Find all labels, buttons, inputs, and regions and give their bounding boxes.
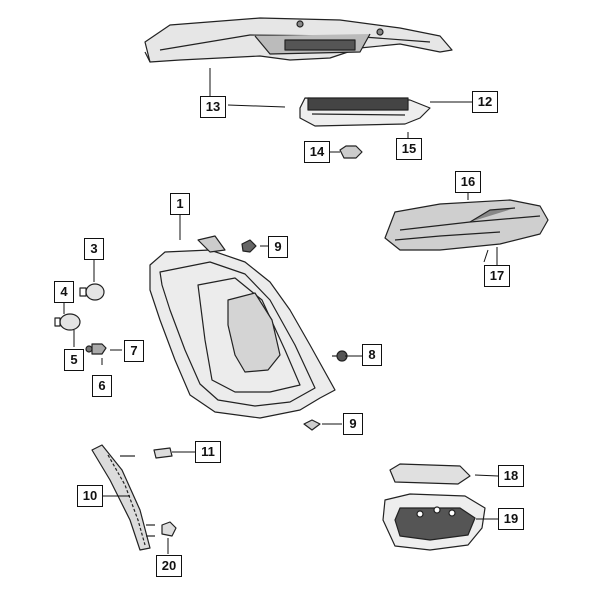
callout-20[interactable]: 20 — [156, 555, 182, 577]
part-11-socket — [153, 447, 173, 459]
part-18-bar — [389, 463, 471, 485]
callout-13[interactable]: 13 — [200, 96, 226, 118]
callout-15[interactable]: 15 — [396, 138, 422, 160]
part-10-side-marker — [91, 444, 155, 551]
part-1-tail-lamp — [149, 235, 336, 419]
part-20-nut — [161, 521, 177, 537]
callout-19[interactable]: 19 — [498, 508, 524, 530]
leader-lines — [63, 68, 499, 554]
callout-4[interactable]: 4 — [54, 281, 74, 303]
callout-5[interactable]: 5 — [64, 349, 84, 371]
callout-8[interactable]: 8 — [362, 344, 382, 366]
callout-17[interactable]: 17 — [484, 265, 510, 287]
callout-6[interactable]: 6 — [92, 375, 112, 397]
part-3-bulb — [79, 283, 105, 301]
callout-1[interactable]: 1 — [170, 193, 190, 215]
callout-10[interactable]: 10 — [77, 485, 103, 507]
callout-14[interactable]: 14 — [304, 141, 330, 163]
part-16-rear-garnish — [384, 199, 549, 251]
callout-3[interactable]: 3 — [84, 238, 104, 260]
callout-16[interactable]: 16 — [455, 171, 481, 193]
part-13-rear-spoiler — [144, 17, 453, 63]
callout-12[interactable]: 12 — [472, 91, 498, 113]
part-14-clip — [339, 145, 363, 159]
callout-18[interactable]: 18 — [498, 465, 524, 487]
part-9-nut-upper — [241, 239, 257, 253]
callout-9-lower[interactable]: 9 — [343, 413, 363, 435]
part-4-bulb — [54, 313, 81, 331]
callout-7[interactable]: 7 — [124, 340, 144, 362]
part-9-screw-lower — [303, 419, 321, 431]
callout-11[interactable]: 11 — [195, 441, 221, 463]
part-8-screw — [332, 350, 348, 362]
part-19-grille — [382, 493, 486, 551]
part-6-7-socket — [85, 343, 107, 355]
callout-9-upper[interactable]: 9 — [268, 236, 288, 258]
part-12-third-brake-lamp — [299, 97, 431, 127]
